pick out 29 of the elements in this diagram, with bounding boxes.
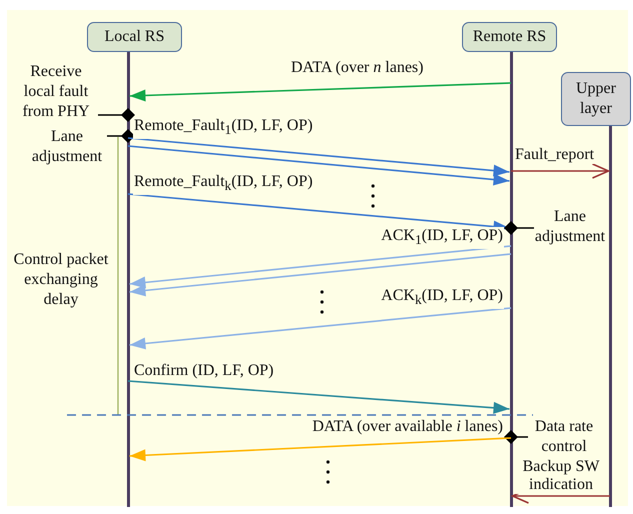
message-arrow bbox=[129, 82, 512, 102]
message-arrow bbox=[129, 437, 512, 462]
message-arrow bbox=[128, 137, 510, 177]
message-label: DATA (over n lanes) bbox=[290, 59, 424, 77]
message-arrow bbox=[128, 145, 510, 186]
event-note: Lane adjustment bbox=[534, 207, 606, 247]
message-arrow bbox=[511, 163, 610, 179]
message-arrow bbox=[128, 380, 510, 414]
lifeline-header: Local RS bbox=[87, 22, 182, 52]
message-arrow bbox=[129, 307, 512, 350]
lifeline-header: Remote RS bbox=[462, 22, 557, 52]
message-label: Remote_Fault$_{k}$(ID, LF, OP) bbox=[133, 173, 314, 196]
lifeline-header: Upper layer bbox=[561, 72, 631, 126]
message-arrow bbox=[129, 245, 512, 288]
delay-note: Control packet exchanging delay bbox=[12, 250, 110, 310]
message-arrow bbox=[129, 253, 512, 296]
message-label: Confirm (ID, LF, OP) bbox=[133, 362, 275, 380]
message-label: ACK$_{k}$(ID, LF, OP) bbox=[380, 287, 504, 310]
event-note: Lane adjustment bbox=[27, 127, 107, 167]
message-label: Fault_report bbox=[514, 146, 596, 164]
message-label: ACK$_{1}$(ID, LF, OP) bbox=[380, 227, 504, 250]
leader-line bbox=[504, 221, 534, 235]
event-note: Receive local fault from PHY bbox=[14, 62, 98, 122]
message-label: DATA (over available i lanes) bbox=[311, 418, 504, 436]
leader-line bbox=[504, 430, 528, 444]
leader-line bbox=[98, 108, 135, 122]
leader-line bbox=[107, 129, 135, 143]
message-label: Remote_Fault$_{1}$(ID, LF, OP) bbox=[133, 117, 314, 140]
event-note: Data rate control bbox=[528, 417, 600, 457]
